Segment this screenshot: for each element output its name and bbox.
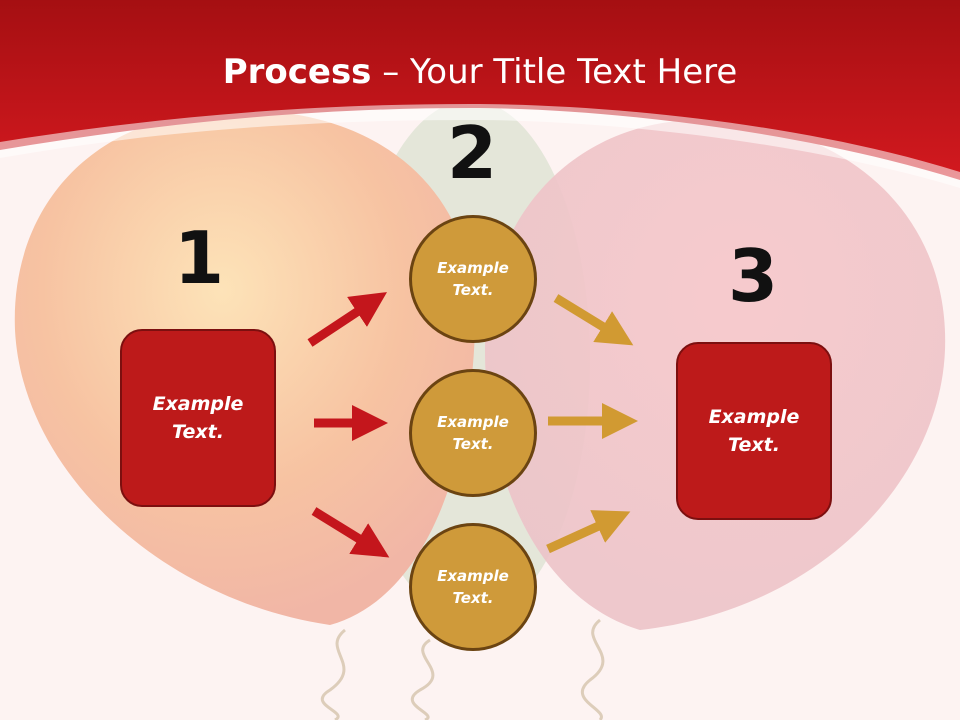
arrow-from-circle-top	[553, 294, 634, 346]
balloon-ribbons	[320, 618, 605, 720]
title-rest: – Your Title Text Here	[371, 52, 738, 92]
header-swoosh	[0, 104, 960, 188]
step-box-3: Example Text.	[676, 342, 832, 520]
arrow-from-circle-bottom	[546, 510, 631, 554]
circle-top-text: Example Text.	[437, 258, 509, 300]
step-box-3-text: Example Text.	[708, 405, 800, 457]
step-number-1: 1	[173, 216, 225, 300]
arrow-to-circle-bottom	[311, 507, 390, 558]
step-box-1-text: Example Text.	[152, 392, 244, 444]
step-box-1: Example Text.	[120, 329, 276, 507]
slide-title: Process – Your Title Text Here	[0, 52, 960, 92]
circle-middle: Example Text.	[409, 369, 537, 497]
circle-top: Example Text.	[409, 215, 537, 343]
title-bold: Process	[222, 52, 372, 92]
header-band	[0, 0, 960, 180]
circle-bottom-text: Example Text.	[437, 566, 509, 608]
step-number-2: 2	[446, 111, 498, 195]
circle-bottom: Example Text.	[409, 523, 537, 651]
step-number-3: 3	[727, 234, 779, 318]
arrow-to-circle-top	[307, 292, 388, 347]
circle-middle-text: Example Text.	[437, 412, 509, 454]
